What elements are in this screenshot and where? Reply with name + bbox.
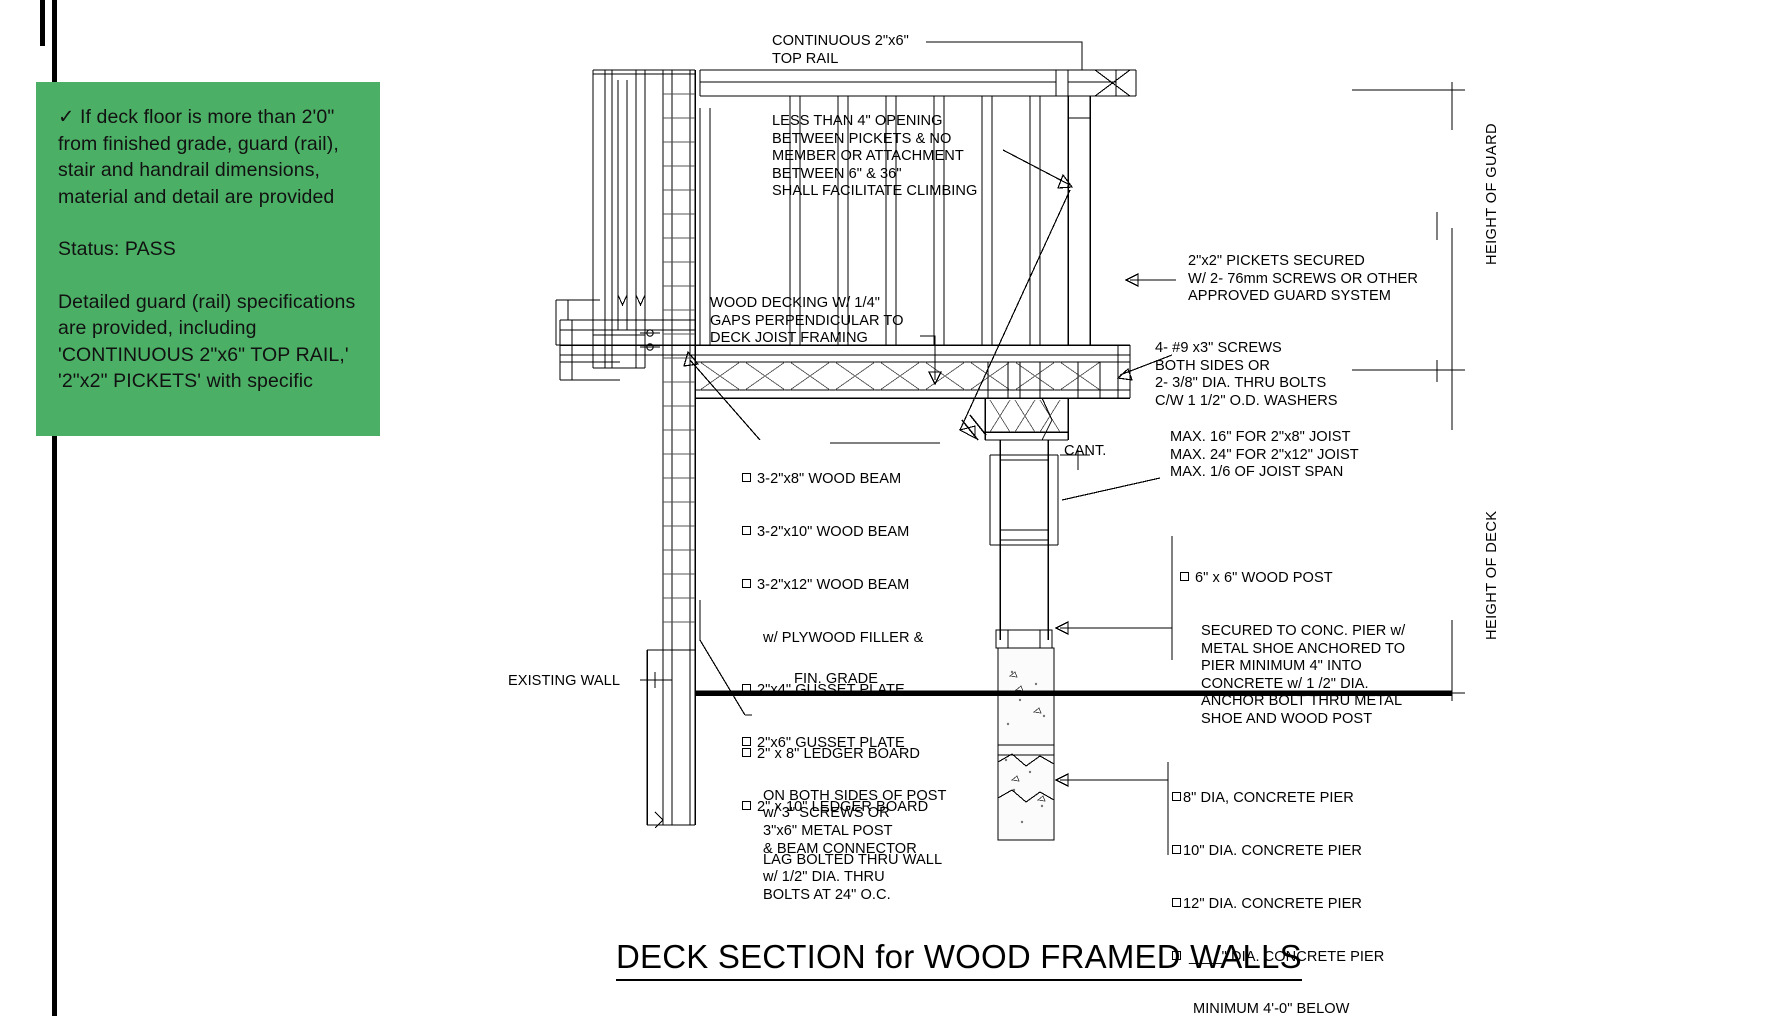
beam-option-row[interactable]: 3-2"x10" WOOD BEAM	[742, 524, 947, 542]
ledger-spec-block[interactable]: 2" x 8" LEDGER BOARD 2" x 10" LEDGER BOA…	[742, 711, 942, 940]
checkbox-icon[interactable]	[742, 473, 751, 483]
beam-options-list[interactable]: 3-2"x8" WOOD BEAM 3-2"x10" WOOD BEAM 3-2…	[742, 436, 947, 893]
ledger-option-label: 2" x 8" LEDGER BOARD	[757, 746, 921, 763]
pier-option-row[interactable]: 10" DIA. CONCRETE PIER	[1172, 843, 1384, 861]
misc-detail-lines	[958, 414, 1090, 470]
annotation-picket-opening: LESS THAN 4" OPENING BETWEEN PICKETS & N…	[772, 113, 978, 200]
post-spec-row[interactable]: 6" x 6" WOOD POST	[1180, 570, 1405, 588]
guard-railing-assembly	[699, 69, 1137, 345]
checkbox-icon[interactable]	[742, 748, 751, 758]
concrete-pier	[997, 647, 1055, 841]
checkbox-icon[interactable]	[742, 578, 751, 588]
checkbox-icon[interactable]	[1172, 897, 1181, 907]
beam-option-label: 3-2"x10" WOOD BEAM	[757, 523, 910, 540]
pier-options-list[interactable]: 8" DIA, CONCRETE PIER 10" DIA. CONCRETE …	[1172, 755, 1384, 1016]
checkbox-icon[interactable]	[1172, 792, 1181, 802]
ledger-option-row[interactable]: 2" x 8" LEDGER BOARD	[742, 746, 942, 764]
wood-beam-and-cantilever	[984, 397, 1069, 441]
compliance-review-panel: ✓ If deck floor is more than 2'0" from f…	[36, 82, 380, 436]
beam-option-label: 3-2"x8" WOOD BEAM	[757, 471, 902, 488]
label-height-of-deck: HEIGHT OF DECK	[1484, 510, 1500, 640]
annotation-wood-decking: WOOD DECKING W/ 1/4" GAPS PERPENDICULAR …	[710, 295, 904, 347]
beam-sub-note: w/ PLYWOOD FILLER &	[763, 629, 924, 646]
wood-post-6x6	[989, 440, 1059, 649]
pier-option-label: 8" DIA, CONCRETE PIER	[1183, 790, 1354, 807]
pier-option-row[interactable]: 8" DIA, CONCRETE PIER	[1172, 790, 1384, 808]
post-spec-block[interactable]: 6" x 6" WOOD POST SECURED TO CONC. PIER …	[1180, 535, 1405, 764]
annotation-fin-grade: FIN. GRADE	[794, 671, 879, 687]
status-badge: Status: PASS	[58, 238, 176, 260]
ledger-detail-note: LAG BOLTED THRU WALL w/ 1/2" DIA. THRU B…	[763, 851, 943, 903]
left-margin-rule-outer	[40, 0, 45, 46]
review-requirement-text: ✓ If deck floor is more than 2'0" from f…	[58, 104, 360, 210]
deck-floor-and-joist	[560, 344, 1131, 399]
checkbox-icon[interactable]	[742, 800, 751, 810]
ledger-option-label: 2" x 10" LEDGER BOARD	[757, 798, 929, 815]
checkbox-icon[interactable]	[1180, 572, 1189, 582]
annotation-screws-bolts: 4- #9 x3" SCREWS BOTH SIDES OR 2- 3/8" D…	[1155, 340, 1338, 409]
gusset-detail-note: ON BOTH SIDES OF POST w/ 3" SCREWS OR 3"…	[763, 787, 947, 857]
checkbox-icon[interactable]	[1172, 950, 1181, 960]
post-spec-detail: SECURED TO CONC. PIER w/ METAL SHOE ANCH…	[1201, 622, 1406, 727]
gusset-option-row[interactable]: 2"x4" GUSSET PLATE	[742, 682, 947, 700]
post-spec-label: 6" x 6" WOOD POST	[1195, 570, 1333, 587]
annotation-cantilever: CANT.	[1064, 443, 1107, 459]
annotation-pickets-secured: 2"x2" PICKETS SECURED W/ 2- 76mm SCREWS …	[1188, 253, 1418, 305]
checkbox-icon[interactable]	[742, 684, 751, 694]
pier-option-label: ____" DIA. CONCRETE PIER	[1189, 948, 1385, 965]
pier-option-label: 10" DIA. CONCRETE PIER	[1183, 842, 1363, 859]
existing-wood-framed-wall	[555, 69, 696, 829]
annotation-top-rail: CONTINUOUS 2"x6" TOP RAIL	[772, 33, 909, 67]
pier-option-row[interactable]: ____" DIA. CONCRETE PIER	[1172, 949, 1384, 967]
leader-lines	[640, 41, 1176, 855]
checkbox-icon[interactable]	[742, 737, 751, 747]
pier-option-row[interactable]: 12" DIA. CONCRETE PIER	[1172, 896, 1384, 914]
dimension-lines-right	[1352, 82, 1465, 701]
left-margin-rule-main	[52, 0, 57, 1016]
pier-detail-note: MINIMUM 4'-0" BELOW GRADE	[1193, 1001, 1350, 1016]
review-requirement-label: If deck floor is more than 2'0" from fin…	[58, 106, 339, 208]
annotation-existing-wall: EXISTING WALL	[508, 673, 621, 689]
gusset-option-row[interactable]: 2"x6" GUSSET PLATE	[742, 735, 947, 753]
beam-option-row[interactable]: 3-2"x12" WOOD BEAM	[742, 577, 947, 595]
checkbox-icon[interactable]	[742, 525, 751, 535]
ledger-option-row[interactable]: 2" x 10" LEDGER BOARD	[742, 799, 942, 817]
beam-option-label: 3-2"x12" WOOD BEAM	[757, 576, 910, 593]
review-finding-text: Detailed guard (rail) specifications are…	[58, 290, 356, 393]
label-height-of-guard: HEIGHT OF GUARD	[1484, 123, 1500, 265]
gusset-option-label: 2"x4" GUSSET PLATE	[757, 682, 905, 699]
annotation-joist-limits: MAX. 16" FOR 2"x8" JOIST MAX. 24" FOR 2"…	[1170, 429, 1359, 481]
check-icon: ✓	[58, 106, 75, 128]
drawing-title: DECK SECTION for WOOD FRAMED WALLS	[616, 938, 1302, 981]
beam-option-row[interactable]: 3-2"x8" WOOD BEAM	[742, 471, 947, 489]
gusset-option-label: 2"x6" GUSSET PLATE	[757, 735, 905, 752]
checkbox-icon[interactable]	[1172, 844, 1181, 854]
pier-option-label: 12" DIA. CONCRETE PIER	[1183, 895, 1363, 912]
